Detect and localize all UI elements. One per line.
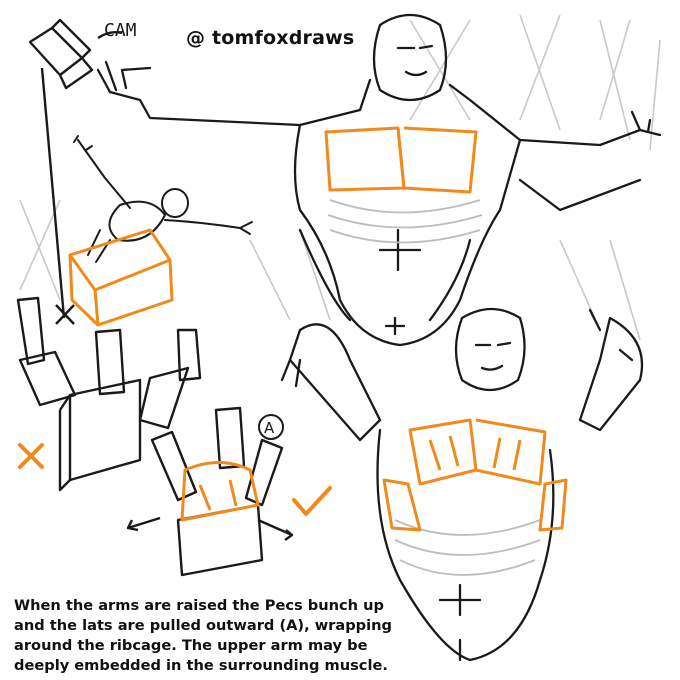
- figure-arms-raised: [280, 307, 644, 662]
- figure-2-shading: [394, 519, 541, 576]
- check-mark: [292, 486, 332, 516]
- camera-label: CAM: [104, 20, 137, 41]
- wrong-box-diagram: [16, 296, 202, 492]
- artist-handle: @ tomfoxdraws: [186, 27, 355, 49]
- caption-line: around the ribcage. The upper arm may be: [14, 637, 368, 654]
- background-guide-lines: [19, 14, 661, 341]
- figure-1-ribcage-shading: [327, 199, 483, 244]
- small-figure-on-box: [73, 135, 253, 263]
- caption-line: When the arms are raised the Pecs bunch …: [14, 597, 384, 614]
- small-box: [68, 228, 174, 327]
- correct-box-muscle: [180, 461, 260, 522]
- caption-text: When the arms are raised the Pecs bunch …: [14, 596, 674, 676]
- camera-icon: [28, 18, 123, 325]
- figure-1-pecs: [324, 126, 478, 194]
- marker-a-label: A: [264, 419, 275, 437]
- cross-mark: [18, 443, 44, 469]
- caption-line: deeply embedded in the surrounding muscl…: [14, 657, 388, 674]
- figure-2-muscles: [382, 418, 568, 532]
- marker-a-circle: A: [258, 414, 284, 440]
- caption-line: and the lats are pulled outward (A), wra…: [14, 617, 392, 634]
- figure-arms-outstretched: [96, 13, 662, 347]
